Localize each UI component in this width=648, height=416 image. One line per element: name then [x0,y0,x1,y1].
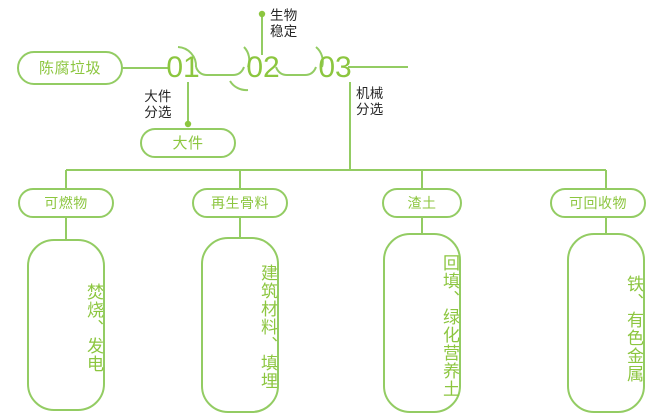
category-pill-3-label[interactable]: 渣土 [407,195,437,211]
bulky-pill-label[interactable]: 大件 [172,134,204,152]
source-pill-label[interactable]: 陈腐垃圾 [38,59,101,77]
bulky-pill-outline [140,128,236,158]
outcome-box-3-outline [383,233,461,413]
outcome-box-3-label: 回填、绿化营养土 [440,254,459,398]
category-pill-1-label[interactable]: 可燃物 [44,195,88,211]
outcome-box-1-label: 焚烧、发电 [84,283,103,373]
link-01-to-02 [195,66,245,76]
outcome-box-4-outline [567,233,645,413]
stage-number-02[interactable]: 02 [246,51,280,84]
stage-02-arc-bottom [229,80,249,92]
outcome-box-4-label: 铁、有色金属 [624,275,643,383]
stage-02-arc-top [243,46,251,68]
biostable-connector-dot [258,10,266,18]
stage-01-arc [177,46,198,68]
bulky-connector-dot [184,120,192,128]
category-pill-4-outline [550,188,646,218]
stage-03-side-label: 机械 分选 [356,86,384,117]
stage-number-01[interactable]: 01 [166,51,200,84]
category-pill-2-label[interactable]: 再生骨料 [211,195,269,211]
stage-number-03[interactable]: 03 [318,51,352,84]
link-02-to-03 [275,66,317,76]
stage-01-side-label: 大件 分选 [144,89,172,120]
category-pill-4-label[interactable]: 可回收物 [569,195,627,211]
outcome-box-2-label: 建筑材料、填埋 [258,264,277,390]
stage-03-arc-top [315,46,324,68]
stage-02-side-label: 生物 稳定 [270,8,298,39]
outcome-box-1-outline [27,239,105,411]
outcome-box-2-outline [201,237,279,413]
